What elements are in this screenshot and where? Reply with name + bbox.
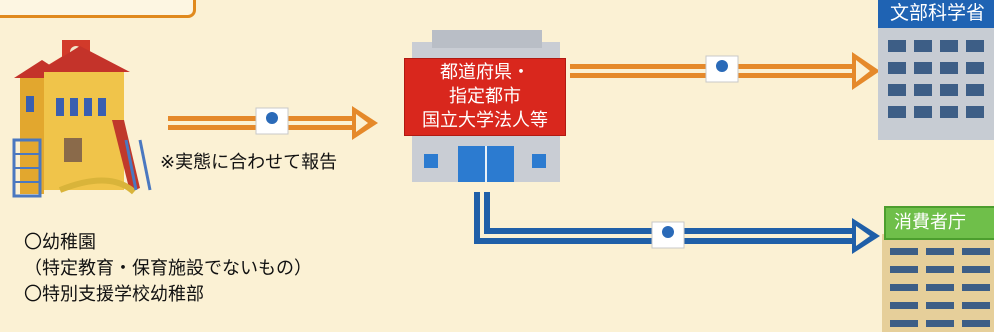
caa-building-icon <box>882 234 994 332</box>
top-frame-box <box>0 0 196 18</box>
kindergarten-item-2: （特定教育・保育施設でないもの） <box>24 258 312 279</box>
mail-icon <box>705 55 739 83</box>
report-note: ※実態に合わせて報告 <box>160 152 338 173</box>
caa-label: 消費者庁 <box>884 206 994 240</box>
prefecture-line-1: 都道府県・ <box>440 62 530 83</box>
mail-icon <box>255 107 289 135</box>
kindergarten-icon <box>12 40 152 198</box>
mail-icon <box>651 221 685 249</box>
prefecture-line-3: 国立大学法人等 <box>422 110 548 131</box>
prefecture-label: 都道府県・ 指定都市 国立大学法人等 <box>404 58 566 136</box>
prefecture-line-2: 指定都市 <box>449 86 521 107</box>
mext-building-icon <box>878 28 994 140</box>
mext-label: 文部科学省 <box>878 0 994 28</box>
arrow-prefecture-to-caa <box>474 192 880 254</box>
kindergarten-list: 〇幼稚園 （特定教育・保育施設でないもの） 〇特別支援学校幼稚部 <box>24 230 312 308</box>
kindergarten-item-3: 〇特別支援学校幼稚部 <box>24 284 204 305</box>
kindergarten-item-1: 〇幼稚園 <box>24 232 96 253</box>
